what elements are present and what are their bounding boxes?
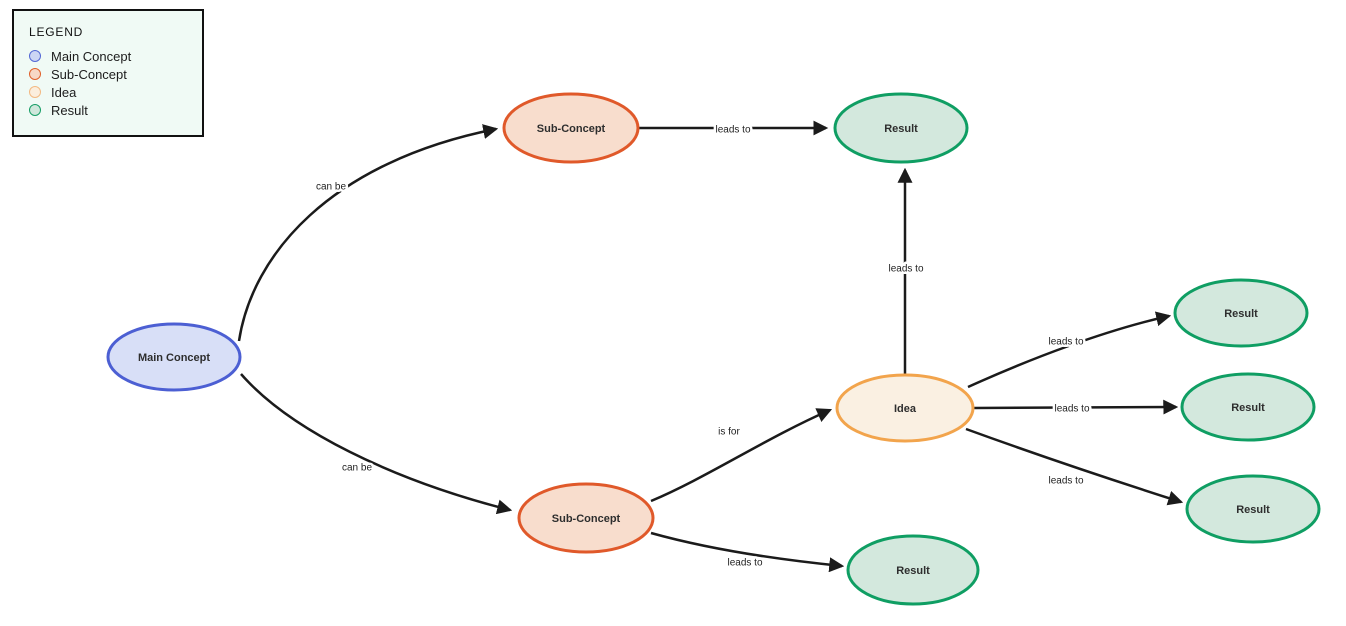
edge-label: leads to <box>1054 404 1089 415</box>
edge-line <box>650 408 833 503</box>
node-sub-concept-top[interactable]: Sub-Concept <box>502 92 640 164</box>
node-ellipse <box>517 482 655 554</box>
node-label: Result <box>1236 504 1270 516</box>
edge-line <box>237 124 499 342</box>
node-result-right-middle[interactable]: Result <box>1180 372 1316 442</box>
legend-item-sub-concept: Sub-Concept <box>29 66 202 82</box>
edge-label: can be <box>342 463 372 474</box>
edge-line <box>240 373 513 515</box>
node-label: Idea <box>894 403 917 415</box>
node-ellipse <box>1173 278 1309 348</box>
node-label: Result <box>896 565 930 577</box>
sub-concept-swatch-icon <box>29 68 41 80</box>
legend: LEGEND Main Concept Sub-Concept Idea Res… <box>12 9 204 137</box>
edge-label: leads to <box>888 264 923 275</box>
node-result-right-top[interactable]: Result <box>1173 278 1309 348</box>
node-ellipse <box>502 92 640 164</box>
node-ellipse <box>835 373 975 443</box>
edge-subtop-to-resulttop: leads to <box>639 120 829 138</box>
node-ellipse <box>106 322 242 392</box>
node-label: Result <box>1231 402 1265 414</box>
legend-title: LEGEND <box>29 25 84 39</box>
node-label: Main Concept <box>138 352 210 364</box>
edge-idea-to-result-right-bottom: leads to <box>965 427 1184 506</box>
edge-idea-to-result-right-middle: leads to <box>973 399 1179 417</box>
node-ellipse <box>1185 474 1321 544</box>
edge-line <box>650 531 845 573</box>
legend-item-label: Main Concept <box>51 48 132 64</box>
legend-item-label: Idea <box>51 84 77 100</box>
edge-label: can be <box>316 182 346 193</box>
node-idea[interactable]: Idea <box>835 373 975 443</box>
node-ellipse <box>846 534 980 606</box>
result-swatch-icon <box>29 104 41 116</box>
edge-line <box>973 399 1179 415</box>
edge-label: is for <box>718 427 740 438</box>
node-result-top[interactable]: Result <box>833 92 969 164</box>
node-result-right-bottom[interactable]: Result <box>1185 474 1321 544</box>
node-label: Sub-Concept <box>552 513 621 525</box>
legend-item-idea: Idea <box>29 84 202 100</box>
main-concept-swatch-icon <box>29 50 41 62</box>
node-ellipse <box>1180 372 1316 442</box>
edge-main-to-subtop: can be <box>237 124 499 342</box>
edge-subbottom-to-idea: is for <box>650 408 833 503</box>
edge-idea-to-resulttop: leads to <box>886 167 926 374</box>
legend-item-label: Result <box>51 102 88 118</box>
legend-item-main-concept: Main Concept <box>29 48 202 64</box>
node-main-concept[interactable]: Main Concept <box>106 322 242 392</box>
node-sub-concept-bottom[interactable]: Sub-Concept <box>517 482 655 554</box>
node-label: Result <box>1224 308 1258 320</box>
idea-swatch-icon <box>29 86 41 98</box>
edge-label: leads to <box>1048 337 1083 348</box>
edge-label: leads to <box>715 125 750 136</box>
edge-idea-to-result-right-top: leads to <box>967 311 1172 389</box>
edge-line <box>967 311 1172 389</box>
node-ellipse <box>833 92 969 164</box>
node-result-bottom[interactable]: Result <box>846 534 980 606</box>
edge-label: leads to <box>727 558 762 569</box>
node-label: Result <box>884 123 918 135</box>
legend-item-label: Sub-Concept <box>51 66 127 82</box>
edge-main-to-subbottom: can be <box>240 373 513 515</box>
edge-subbottom-to-resultbottom: leads to <box>650 531 845 573</box>
node-label: Sub-Concept <box>537 123 606 135</box>
legend-item-result: Result <box>29 102 202 118</box>
edge-line <box>965 427 1184 506</box>
edge-label: leads to <box>1048 476 1083 487</box>
